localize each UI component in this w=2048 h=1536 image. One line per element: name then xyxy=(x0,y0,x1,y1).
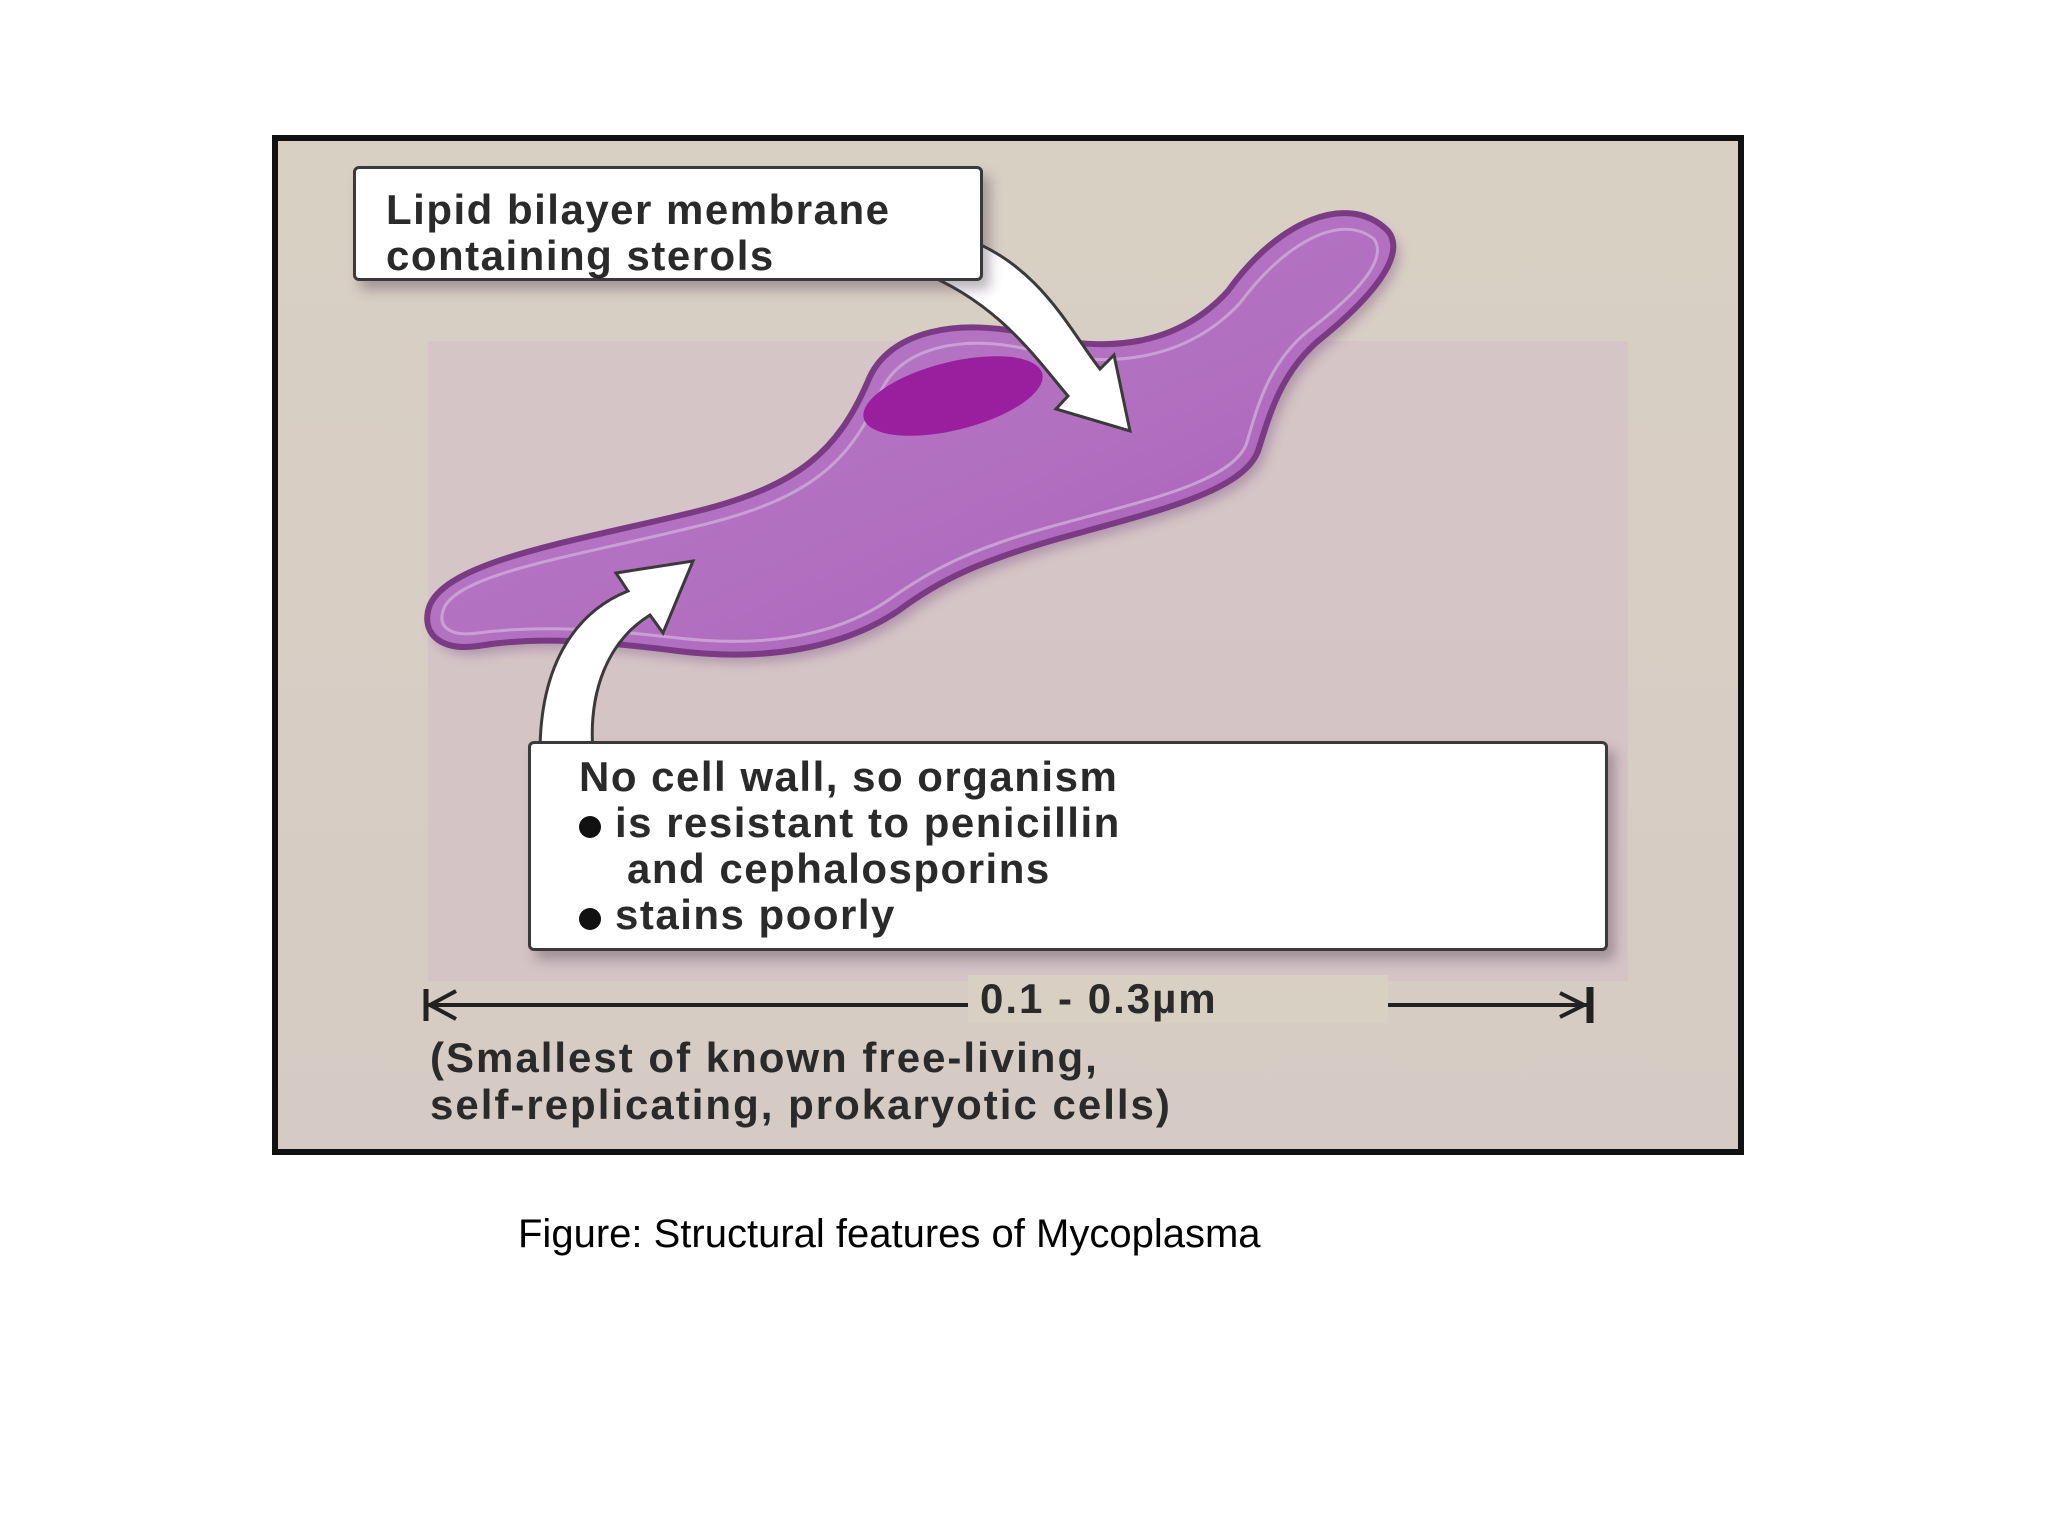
bullet-2-text: stains poorly xyxy=(615,891,896,938)
cell-wall-pointer-arrow xyxy=(538,559,696,755)
nucleoid xyxy=(863,356,1043,436)
bullet-1-text: is resistant to penicillin xyxy=(615,799,1121,846)
scale-label: 0.1 - 0.3µm xyxy=(968,975,1388,1023)
membrane-callout: Lipid bilayer membrane containing sterol… xyxy=(353,166,983,281)
membrane-callout-line-2: containing sterols xyxy=(386,232,775,279)
cell-wall-callout-heading: No cell wall, so organism xyxy=(579,753,1119,800)
bullet-icon xyxy=(579,816,601,838)
membrane-callout-line-1: Lipid bilayer membrane xyxy=(386,186,891,233)
cell-wall-bullet-1: is resistant to penicillin xyxy=(579,800,1585,846)
cell-wall-callout: No cell wall, so organism is resistant t… xyxy=(528,741,1608,951)
bullet-icon xyxy=(579,908,601,930)
mycoplasma-illustration xyxy=(278,141,1738,1149)
membrane-inner-line xyxy=(440,227,1379,643)
scale-row: 0.1 - 0.3µm xyxy=(428,975,1578,1029)
bullet-1-continuation: and cephalosporins xyxy=(627,845,1051,892)
cell-wall-bullet-2: stains poorly xyxy=(579,892,1585,938)
figure-caption: Figure: Structural features of Mycoplasm… xyxy=(518,1212,1261,1256)
membrane-pointer-arrow xyxy=(915,234,1132,434)
scale-note-line-2: self-replicating, prokaryotic cells) xyxy=(430,1081,1172,1128)
scale-note: (Smallest of known free-living, self-rep… xyxy=(430,1034,1172,1128)
scale-note-line-1: (Smallest of known free-living, xyxy=(430,1034,1099,1081)
diagram-frame: Lipid bilayer membrane containing sterol… xyxy=(272,135,1744,1155)
